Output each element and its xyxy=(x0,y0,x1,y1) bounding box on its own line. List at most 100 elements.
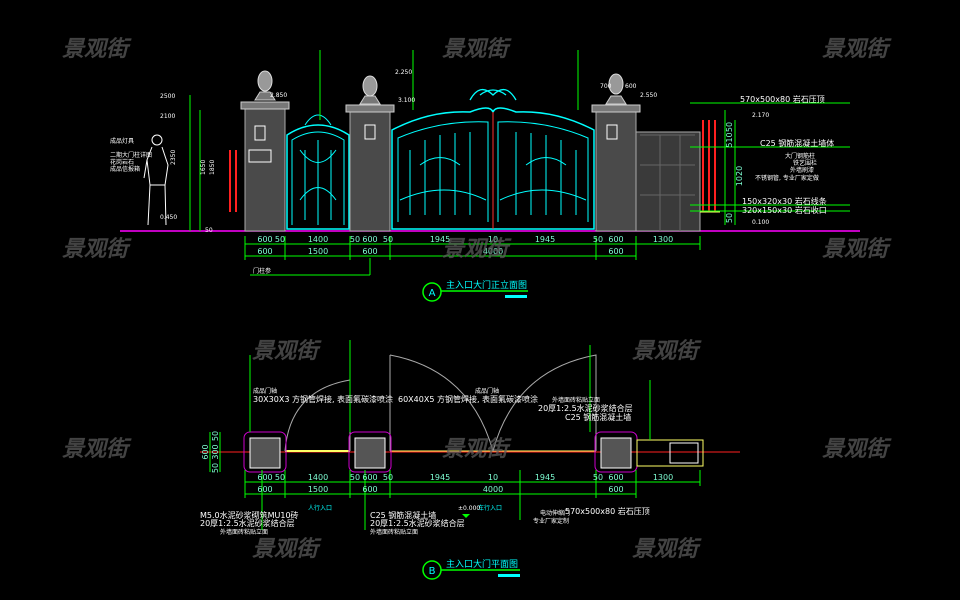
dim: 4000 xyxy=(483,247,503,256)
note: 外墙面砖粘贴立面 xyxy=(220,528,268,536)
plan-view: 600 50 1400 50 600 50 1945 10 1945 50 60… xyxy=(200,340,740,580)
dim: 50 xyxy=(593,473,603,482)
dim: 50 xyxy=(383,235,393,244)
pedestrian-entrance-label: 人行入口 xyxy=(308,504,332,512)
pedestrian-gate xyxy=(286,114,350,230)
middle-pillar xyxy=(345,75,395,232)
height-label: 1850 xyxy=(209,160,216,175)
pineapple-finial-icon xyxy=(362,75,378,97)
elevation-mark: ±0.000 xyxy=(458,505,480,512)
dim: 1500 xyxy=(308,247,328,256)
dim: 600 xyxy=(257,247,272,256)
note: 320x150x30 岩石收口 xyxy=(742,205,827,215)
note: 专业厂家定制 xyxy=(533,517,569,525)
note: 成品信报箱 xyxy=(110,165,140,173)
right-pillar xyxy=(591,73,641,232)
pillar-footprint xyxy=(348,431,392,473)
dim: 600 xyxy=(257,235,272,244)
elevation-left-heights: 2500 2100 2350 1650 1850 0.450 50 xyxy=(160,93,216,234)
dim: 1400 xyxy=(308,473,328,482)
dim: 50 xyxy=(725,213,734,223)
elevation-dims-row1: 600 50 1400 50 600 50 1945 10 1945 50 60… xyxy=(257,235,673,244)
gate-swing-arcs xyxy=(284,354,597,452)
watermark: 景观街 xyxy=(252,339,322,364)
dim: 50 xyxy=(211,431,220,441)
plan-left-dims: 600 50 300 50 xyxy=(201,431,220,473)
elevation-dimension-lines xyxy=(189,50,850,276)
watermark: 景观街 xyxy=(252,537,322,562)
elevation-title: 主入口大门正立面图 xyxy=(446,279,527,291)
mailbox-icon xyxy=(248,149,272,163)
note: 570x500x80 岩石压顶 xyxy=(565,506,650,516)
wall-footprint xyxy=(636,439,704,467)
note: M5.0水泥砂浆砌筑MU10砖 xyxy=(200,510,299,520)
section-marker-circle xyxy=(422,282,442,302)
note: 60X40X5 方钢管焊接, 表面氟碳漆喷涂 xyxy=(398,394,538,404)
elevation-left-notes: 成品灯具 二期大门柱详图 花岗岩石 成品信报箱 xyxy=(110,137,152,173)
note: 外墙刷漆 xyxy=(790,166,814,174)
dim: 600 xyxy=(608,485,623,494)
watermark: 景观街 xyxy=(62,237,132,262)
note: 大门钢筋柱 xyxy=(785,152,815,160)
plan-dims-row1: 600 50 1400 50 600 50 1945 10 1945 50 60… xyxy=(257,473,673,482)
dim: 700 xyxy=(600,83,612,90)
iron-fence xyxy=(702,120,716,212)
watermark: 景观街 xyxy=(62,37,132,62)
dim: 4000 xyxy=(483,485,503,494)
dim: 600 xyxy=(608,473,623,482)
watermark: 景观街 xyxy=(632,339,702,364)
dim: 50 xyxy=(350,235,360,244)
watermark: 景观街 xyxy=(822,237,892,262)
elevation-dims-row2: 600 1500 600 4000 600 xyxy=(257,247,623,256)
dim: 600 xyxy=(608,235,623,244)
watermark: 景观街 xyxy=(632,537,702,562)
dim: 600 xyxy=(201,444,210,459)
dim: 600 xyxy=(257,485,272,494)
dim: 50 xyxy=(593,235,603,244)
dim: 50 xyxy=(350,473,360,482)
note: 2.170 xyxy=(752,112,769,119)
plan-title: 主入口大门平面图 xyxy=(446,558,518,570)
note: 570x500x80 岩石压顶 xyxy=(740,94,825,104)
dim: 1300 xyxy=(653,473,673,482)
dim: 50 xyxy=(383,473,393,482)
plan-labels: 人行入口 车行入口 ±0.000 xyxy=(308,504,502,518)
dim: 50 xyxy=(725,122,734,132)
note: 电动伸缩门 xyxy=(540,509,570,517)
watermark: 景观街 xyxy=(62,437,132,462)
height-label: 2350 xyxy=(170,150,177,165)
pillar-footprint xyxy=(243,431,287,473)
plan-bottom-right-notes: 电动伸缩门 专业厂家定制 570x500x80 岩石压顶 xyxy=(533,506,650,525)
height-label: 0.450 xyxy=(160,214,177,221)
note: 铁艺围栏 xyxy=(793,159,817,167)
dim: 1300 xyxy=(653,235,673,244)
dim: 2.250 xyxy=(395,69,412,76)
note: 外墙面砖粘贴立面 xyxy=(552,396,600,404)
left-pillar xyxy=(240,70,290,232)
section-marker: B xyxy=(429,566,436,577)
dim: 1945 xyxy=(535,473,555,482)
elevation-right-notes: 570x500x80 岩石压顶 2.170 C25 钢筋混凝土墙体 大门钢筋柱 … xyxy=(740,94,834,226)
note: 成品门轴 xyxy=(253,387,277,395)
note: 花岗岩石 xyxy=(110,158,134,166)
height-label: 1650 xyxy=(200,160,207,175)
dim: 1020 xyxy=(735,166,744,186)
dim: 10 xyxy=(488,473,498,482)
dim: 600 xyxy=(625,83,637,90)
note: C25 钢筋混凝土墙体 xyxy=(760,138,834,148)
dim: 50 xyxy=(275,235,285,244)
plan-title-block: B 主入口大门平面图 xyxy=(422,558,520,580)
note: 20厚1:2.5水泥砂浆结合层 xyxy=(538,403,633,413)
dim: 50 xyxy=(211,463,220,473)
pillar-section xyxy=(249,437,281,469)
dim: 1945 xyxy=(430,473,450,482)
pillar-section xyxy=(600,437,632,469)
dim: 600 xyxy=(362,473,377,482)
elevation-right-dims: 50 510 1020 50 xyxy=(725,122,744,223)
person-figure xyxy=(143,134,169,226)
mailbox-footprint xyxy=(669,442,699,464)
plan-pillars xyxy=(243,431,704,473)
pineapple-finial-icon xyxy=(608,73,624,95)
pillar-section xyxy=(354,437,386,469)
